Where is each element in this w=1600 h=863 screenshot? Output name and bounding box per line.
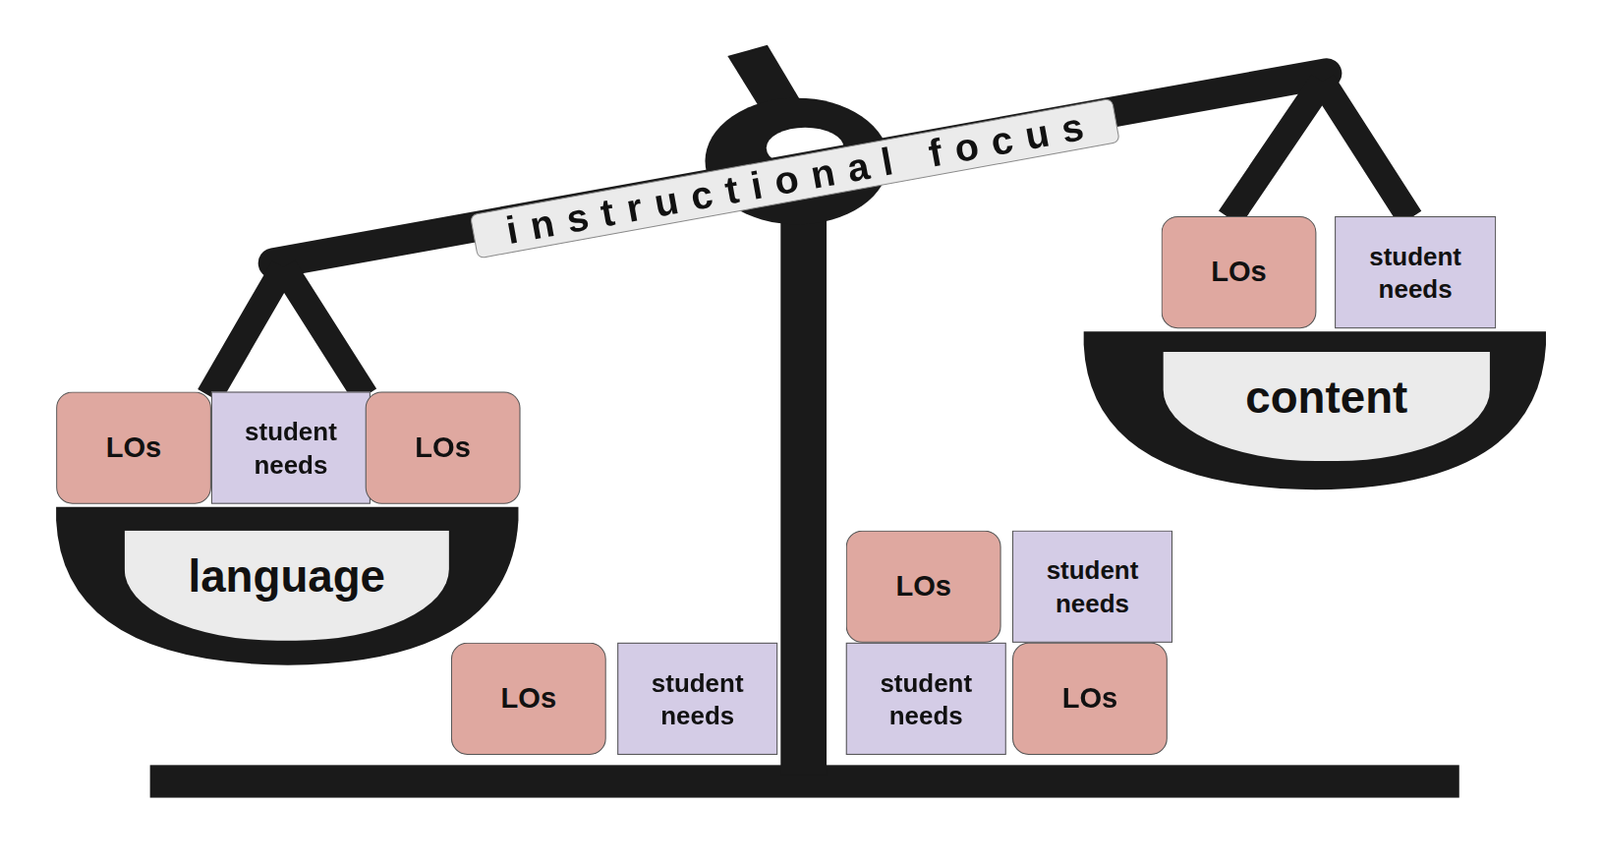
node-text: LOs: [501, 680, 558, 717]
student-needs-box: student needs: [846, 642, 1007, 755]
node-text: LOs: [895, 568, 952, 605]
learning-objectives-box: LOs: [56, 392, 212, 505]
node-text: LOs: [106, 429, 163, 466]
left-pan: [56, 507, 518, 666]
node-text: student needs: [1339, 239, 1491, 305]
learning-objectives-box: LOs: [846, 530, 1002, 643]
node-text: content: [1245, 371, 1408, 423]
learning-objectives-box: LOs: [1012, 642, 1168, 755]
learning-objectives-box: LOs: [1161, 216, 1317, 329]
node-text: LOs: [1210, 253, 1267, 290]
left-hanger: [209, 267, 366, 397]
right-pan: [1084, 331, 1546, 490]
right-hanger: [1229, 81, 1411, 219]
node-text: student needs: [1017, 554, 1168, 620]
node-text: student needs: [851, 666, 1002, 732]
node-text: student needs: [622, 666, 773, 732]
learning-objectives-box: LOs: [451, 642, 607, 755]
student-needs-box: student needs: [211, 392, 371, 505]
learning-objectives-box: LOs: [365, 392, 521, 505]
node-text: language: [187, 550, 386, 602]
scale-pole: [780, 204, 827, 776]
node-text: student needs: [216, 414, 366, 480]
student-needs-box: student needs: [617, 642, 778, 755]
node-text: LOs: [1062, 680, 1119, 717]
node-text: LOs: [414, 429, 471, 466]
student-needs-box: student needs: [1012, 530, 1173, 643]
student-needs-box: student needs: [1334, 216, 1496, 329]
